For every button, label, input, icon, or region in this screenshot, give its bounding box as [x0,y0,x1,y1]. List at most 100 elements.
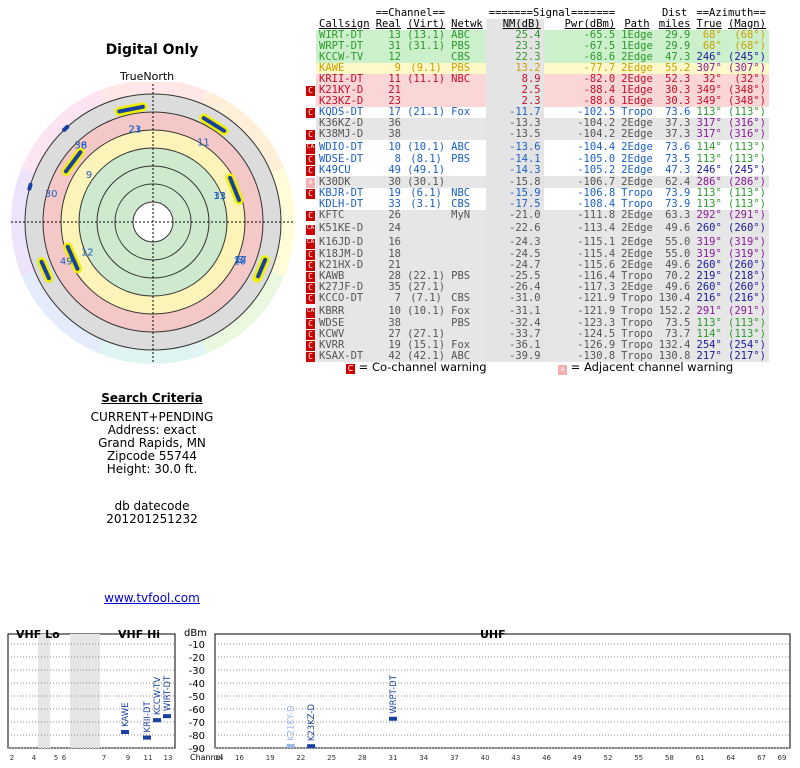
y-tick-label: -80 [189,731,205,742]
warn-cell [306,96,316,107]
distance-cell: 37.3 [665,117,691,129]
path-cell: 2Edge [621,140,653,153]
azimuth-magnetic-cell: (68°) [734,29,766,41]
signal-bar-label: WIRT-DT [163,675,173,711]
warn-cell: C [306,165,316,176]
path-cell: Tropo [621,339,653,351]
network-cell [448,221,486,235]
real-channel-cell: 21 [388,259,401,271]
noise-margin-cell: -14.3 [485,165,544,176]
x-tick-label: 64 [726,754,735,762]
virtual-channel-cell: (9.1) [410,62,442,74]
signal-bar [307,744,316,749]
path-cell: Tropo [621,106,653,118]
station-table: ==Channel== =======Signal======= Dist ==… [306,8,769,362]
vhf-gap-block [70,634,100,748]
distance-cell: 73.6 [665,106,691,118]
path-cell: Tropo [621,198,653,210]
station-channel-label: 8 [237,255,243,266]
distance-cell: 37.3 [665,128,691,140]
distance-cell: 73.5 [665,153,691,165]
callsign-cell: KCCW-TV [319,51,364,63]
co-channel-warning-badge: CA [306,308,315,318]
noise-margin-cell: -22.6 [485,221,544,235]
co-channel-warning-badge: C [306,166,315,176]
real-channel-cell: 12 [388,51,401,63]
power-cell: -111.8 [577,209,616,221]
co-channel-legend: C = Co-channel warning [346,360,487,374]
warn-cell: C [306,271,316,282]
callsign-cell: WIRT-DT [319,29,364,41]
azimuth-true-cell: 260° [696,259,722,271]
callsign-cell: WDIO-DT [319,140,364,153]
station-channel-label: 9 [86,170,92,181]
distance-cell: 73.9 [665,198,691,210]
network-cell: PBS [451,153,471,165]
network-cell: CBS [451,292,471,304]
noise-margin-cell: 25.4 [485,30,544,41]
tvfool-link[interactable]: www.tvfool.com [104,591,200,605]
noise-margin-cell: -21.0 [485,210,544,221]
x-tick-label: 11 [144,754,153,762]
network-cell: ABC [451,140,471,153]
x-tick-label: 49 [573,754,582,762]
warn-cell: C [306,154,316,165]
network-cell: NBC [451,187,471,199]
real-channel-cell: 9 [394,62,401,74]
power-cell: -88.6 [583,95,616,107]
callsign-cell: KBJR-DT [319,187,364,199]
uhf-panel [214,633,791,749]
virtual-channel-cell: (8.1) [410,153,442,165]
y-tick-label: -60 [189,705,205,716]
noise-margin-cell: -32.4 [485,318,544,329]
y-tick-label: -30 [189,666,205,677]
distance-cell: 49.6 [665,281,691,293]
azimuth-magnetic-cell: (32°) [734,73,766,85]
signal-bar-label: KRII-DT [143,700,153,732]
azimuth-true-cell: 349° [696,95,722,107]
azimuth-magnetic-cell: (348°) [728,84,766,96]
power-cell: -67.5 [583,40,616,52]
col-real: Real [375,18,401,30]
criteria-line: Address: exact [107,423,197,437]
power-cell: -68.6 [583,51,616,63]
path-cell: 1Edge [621,29,653,41]
network-cell [448,129,486,140]
power-cell: -77.7 [583,62,616,74]
x-tick-label: 43 [511,754,520,762]
azimuth-magnetic-cell: (245°) [728,164,766,176]
virtual-channel-cell [404,249,448,260]
real-channel-cell: 16 [388,235,401,248]
search-criteria: Search Criteria CURRENT+PENDING Address:… [0,392,304,476]
path-cell: 2Edge [621,51,653,63]
